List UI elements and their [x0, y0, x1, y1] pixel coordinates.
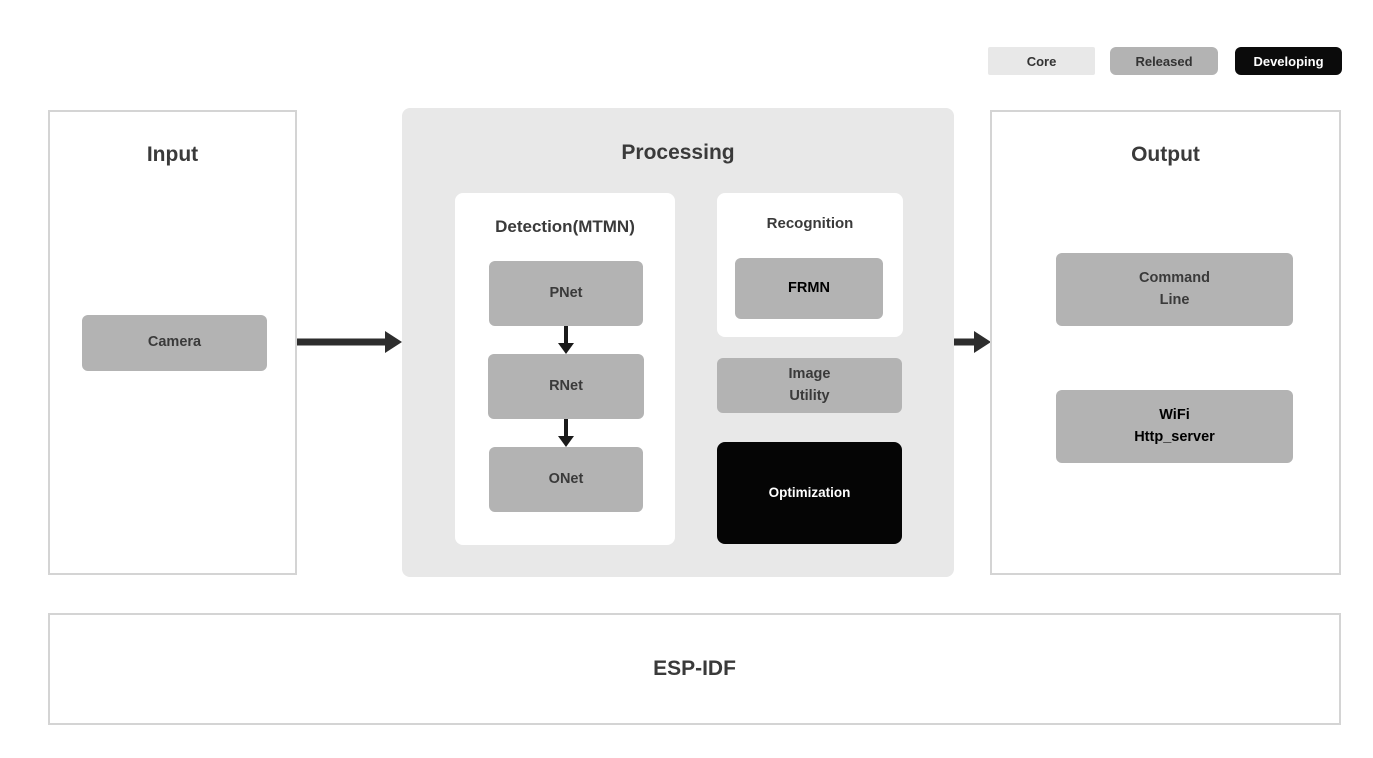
esp-idf-panel: ESP-IDF	[48, 613, 1341, 725]
detection-group-title: Detection(MTMN)	[495, 217, 635, 236]
output-panel: Output Command Line WiFi Http_server	[990, 110, 1341, 575]
arrow-shaft	[564, 326, 568, 345]
arrow-shaft	[564, 419, 568, 438]
detection-group: Detection(MTMN) PNet RNet ONet	[455, 193, 675, 545]
legend-developing: Developing	[1235, 47, 1342, 75]
input-panel: Input Camera	[48, 110, 297, 575]
frmn-module: FRMN	[735, 258, 883, 319]
processing-panel: Processing Detection(MTMN) PNet RNet ONe…	[402, 108, 954, 577]
rnet-module: RNet	[488, 354, 644, 419]
recognition-group: Recognition FRMN	[717, 193, 903, 337]
arrow-head-icon	[558, 343, 574, 354]
camera-module: Camera	[82, 315, 267, 371]
arrow-head-icon	[974, 331, 991, 353]
image-utility-module: Image Utility	[717, 358, 902, 413]
pnet-module: PNet	[489, 261, 643, 326]
output-panel-title: Output	[1131, 143, 1200, 166]
arrow-pnet-to-rnet	[557, 326, 575, 354]
legend-core: Core	[988, 47, 1095, 75]
processing-panel-title: Processing	[621, 141, 735, 164]
arrow-head-icon	[558, 436, 574, 447]
arrow-rnet-to-onet	[557, 419, 575, 447]
arrow-shaft	[297, 338, 389, 346]
arrow-shaft	[954, 338, 978, 346]
optimization-module: Optimization	[717, 442, 902, 544]
onet-module: ONet	[489, 447, 643, 512]
recognition-group-title: Recognition	[766, 215, 854, 232]
arrow-head-icon	[385, 331, 402, 353]
wifi-http-server-module: WiFi Http_server	[1056, 390, 1293, 463]
legend-released: Released	[1110, 47, 1218, 75]
arrow-input-to-processing	[297, 330, 402, 354]
input-panel-title: Input	[146, 143, 199, 166]
arrow-processing-to-output	[954, 330, 991, 354]
command-line-module: Command Line	[1056, 253, 1293, 326]
esp-idf-title: ESP-IDF	[653, 657, 736, 680]
